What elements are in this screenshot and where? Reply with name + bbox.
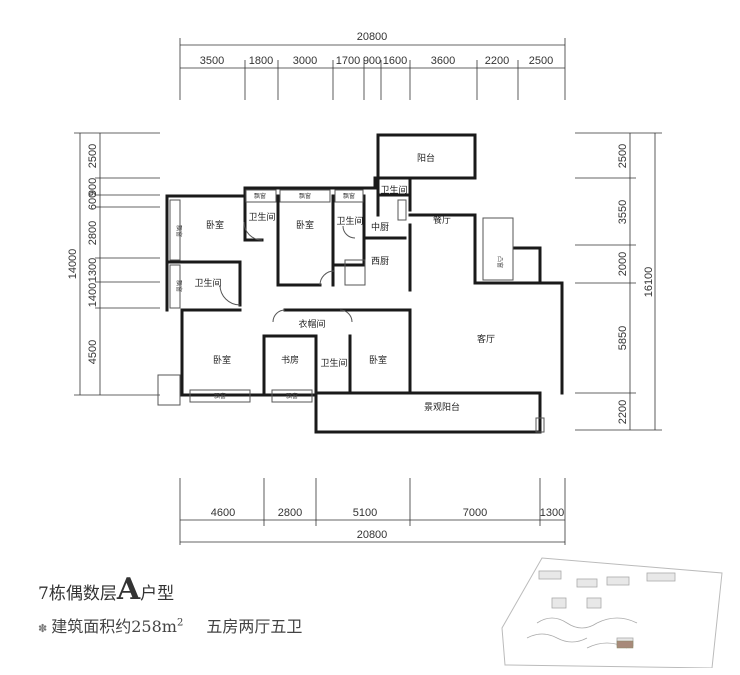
left-dim-6: 1400 xyxy=(87,283,99,307)
bottom-dimension-chain: 4600 2800 5100 7000 1300 20800 xyxy=(179,478,566,545)
room-dining: 餐厅 xyxy=(433,214,451,226)
room-labels: 卧室 卫生间 卧室 卫生间 卫生间 中厨 阳台 餐厅 西厨 卫生间 衣帽间 客厅… xyxy=(175,152,504,413)
room-bedroom-sw: 卧室 xyxy=(213,354,231,366)
room-bathroom-5: 卫生间 xyxy=(320,357,347,369)
title-suffix: 户型 xyxy=(140,584,175,604)
top-dim-7: 3600 xyxy=(431,55,455,67)
right-dimension-chain: 2500 3550 2000 5850 2200 16100 xyxy=(575,132,662,431)
window-label: 凸窗 xyxy=(496,256,504,268)
room-bedroom-n: 卧室 xyxy=(296,219,314,231)
area-label: 建筑面积约258m xyxy=(51,617,177,636)
room-kitchen-chinese: 中厨 xyxy=(371,221,389,233)
room-study: 书房 xyxy=(281,354,299,366)
top-dim-5: 900 xyxy=(363,55,381,67)
bottom-dim-3: 5100 xyxy=(353,507,377,519)
right-dim-1: 2500 xyxy=(617,144,629,168)
left-dim-4: 2800 xyxy=(87,221,99,245)
bay-window-label-5: 飘窗 xyxy=(286,392,298,400)
left-dimension-chain: 2500 900 600 2800 1300 1400 4500 14000 xyxy=(67,132,160,396)
right-dim-3: 2000 xyxy=(617,252,629,276)
top-dim-6: 1600 xyxy=(383,55,407,67)
room-bathroom-3: 卫生间 xyxy=(380,184,407,196)
room-bathroom-1: 卫生间 xyxy=(248,211,275,223)
top-dim-3: 3000 xyxy=(293,55,317,67)
bay-window-label-2: 飘窗 xyxy=(299,192,311,200)
right-dim-5: 2200 xyxy=(617,400,629,424)
room-bathroom-4: 卫生间 xyxy=(194,277,221,289)
bottom-dim-1: 4600 xyxy=(211,507,235,519)
unit-title: 7栋偶数层A户型 xyxy=(38,572,302,607)
unit-area: ✽建筑面积约258m2 五房两厅五卫 xyxy=(38,613,302,637)
bay-window-label-3: 飘窗 xyxy=(343,192,355,200)
right-total-dim: 16100 xyxy=(643,267,655,298)
room-bedroom-nw: 卧室 xyxy=(206,219,224,231)
title-prefix: 7栋偶数层 xyxy=(38,584,117,604)
site-key-map xyxy=(501,557,723,668)
right-dim-4: 5850 xyxy=(617,326,629,350)
top-dim-2: 1800 xyxy=(249,55,273,67)
room-view-balcony: 景观阳台 xyxy=(424,401,460,413)
left-dim-2: 900 xyxy=(87,178,99,196)
room-bathroom-2: 卫生间 xyxy=(336,215,363,227)
area-exponent: 2 xyxy=(176,617,184,629)
room-wardrobe: 衣帽间 xyxy=(298,318,325,330)
room-bedroom-s: 卧室 xyxy=(369,354,387,366)
top-dim-1: 3500 xyxy=(200,55,224,67)
bullet-icon: ✽ xyxy=(38,622,48,635)
bay-window-label-7: 飘窗 xyxy=(175,280,183,292)
room-living: 客厅 xyxy=(477,333,495,345)
left-dim-5: 1300 xyxy=(87,258,99,282)
top-dim-8: 2200 xyxy=(485,55,509,67)
plan-caption: 7栋偶数层A户型 ✽建筑面积约258m2 五房两厅五卫 xyxy=(38,572,302,637)
layout-summary: 五房两厅五卫 xyxy=(206,617,303,636)
bay-window-label-1: 飘窗 xyxy=(254,192,266,200)
left-dim-3: 600 xyxy=(87,192,99,210)
title-letter: A xyxy=(116,572,141,607)
bottom-total-dim: 20800 xyxy=(357,529,388,541)
room-balcony: 阳台 xyxy=(417,152,435,164)
left-dim-7: 4500 xyxy=(87,340,99,364)
right-dim-2: 3550 xyxy=(617,200,629,224)
floor-plan: 20800 3500 1800 3000 1700 900 1600 3600 … xyxy=(67,31,662,545)
bottom-dim-5: 1300 xyxy=(540,507,564,519)
bay-window-label-6: 飘窗 xyxy=(175,225,183,237)
top-dim-4: 1700 xyxy=(336,55,360,67)
bay-window-label-4: 飘窗 xyxy=(214,392,226,400)
top-dim-9: 2500 xyxy=(529,55,553,67)
top-dimension-chain: 20800 3500 1800 3000 1700 900 1600 3600 … xyxy=(179,31,566,100)
left-dim-1: 2500 xyxy=(87,144,99,168)
left-total-dim: 14000 xyxy=(67,249,79,280)
room-kitchen-western: 西厨 xyxy=(371,256,389,267)
bottom-dim-4: 7000 xyxy=(463,507,487,519)
top-total-dim: 20800 xyxy=(357,31,388,43)
plan-details xyxy=(157,189,545,433)
bottom-dim-2: 2800 xyxy=(278,507,302,519)
